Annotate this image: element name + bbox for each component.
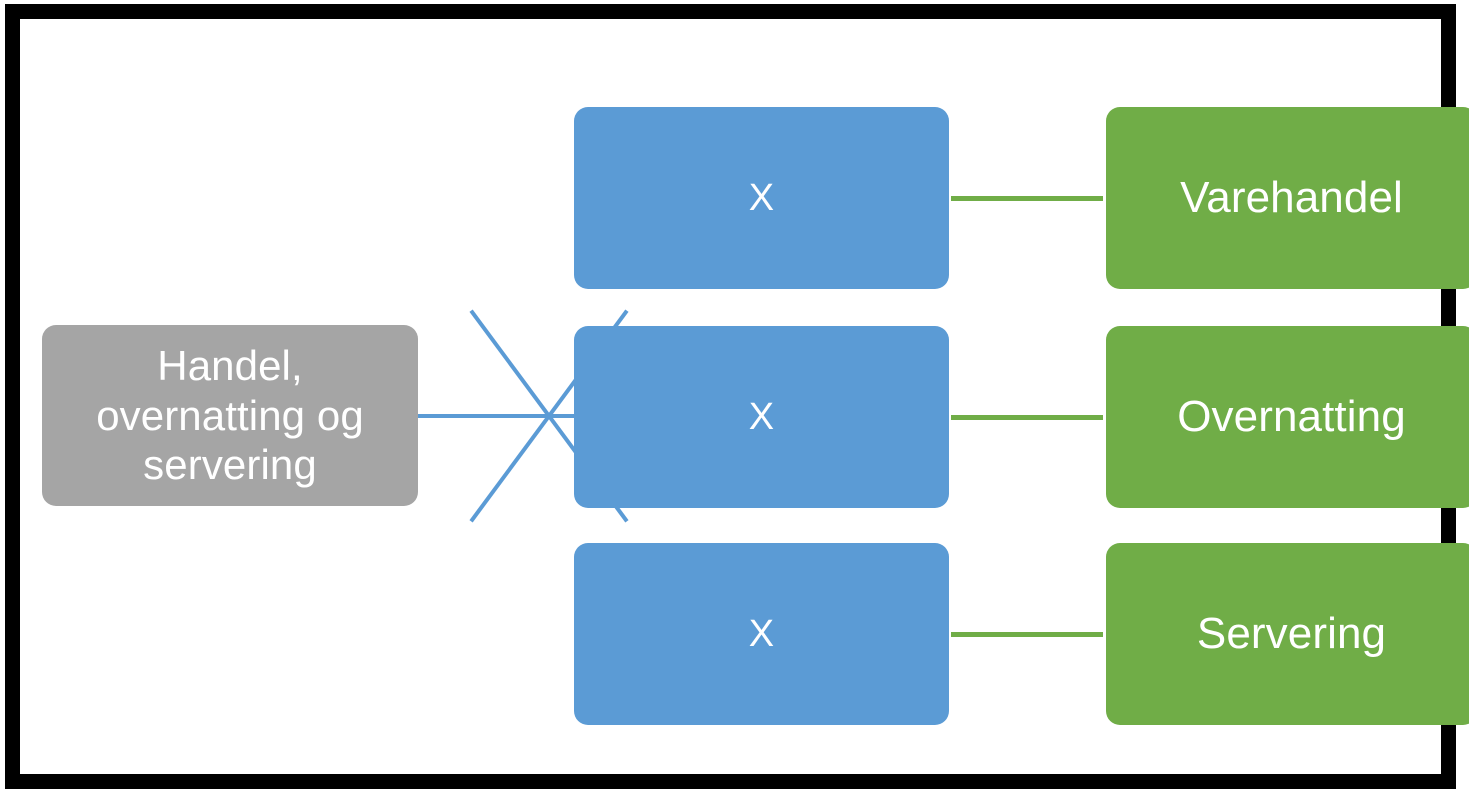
node-mid-1[interactable]: X [574, 107, 949, 289]
node-root-label: Handel, overnatting og servering [96, 342, 364, 489]
connector-root-to-mid-2 [418, 414, 575, 418]
node-leaf-servering[interactable]: Servering [1106, 543, 1469, 725]
node-leaf-overnatting[interactable]: Overnatting [1106, 326, 1469, 508]
connector-mid-to-leaf-3 [951, 632, 1103, 637]
node-leaf-varehandel[interactable]: Varehandel [1106, 107, 1469, 289]
node-mid-3[interactable]: X [574, 543, 949, 725]
node-leaf-2-label: Overnatting [1177, 392, 1406, 442]
image-border-frame: Handel, overnatting og servering X X X V… [5, 4, 1469, 789]
node-mid-3-label: X [748, 612, 775, 655]
node-mid-1-label: X [748, 176, 775, 219]
node-leaf-3-label: Servering [1196, 609, 1387, 659]
node-leaf-1-label: Varehandel [1180, 173, 1403, 223]
node-mid-2-label: X [748, 395, 775, 438]
node-root-handel[interactable]: Handel, overnatting og servering [42, 325, 418, 506]
node-mid-2[interactable]: X [574, 326, 949, 508]
connector-mid-to-leaf-2 [951, 415, 1103, 420]
connector-mid-to-leaf-1 [951, 196, 1103, 201]
